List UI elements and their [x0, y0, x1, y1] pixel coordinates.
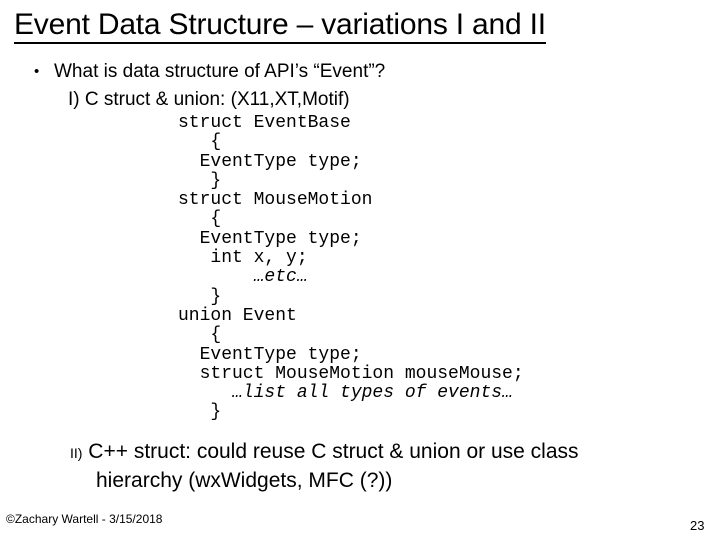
roman-two-line1: C++ struct: could reuse C struct & union… — [82, 440, 579, 463]
code-block: struct EventBase { EventType type; }stru… — [178, 113, 598, 423]
code-line: struct MouseMotion mouseMouse; — [178, 363, 524, 384]
bullet-item: • What is data structure of API’s “Event”… — [34, 60, 694, 84]
code-line: } — [178, 402, 222, 423]
code-line: …list all types of events… — [178, 383, 513, 404]
bullet-text: What is data structure of API’s “Event”? — [54, 61, 386, 82]
code-line: EventType type; — [178, 344, 362, 365]
roman-two-marker: II) — [70, 445, 83, 461]
sub-item-roman-one: I) C struct & union: (X11,XT,Motif) — [68, 89, 350, 110]
bullet-marker-icon: • — [34, 63, 40, 80]
code-line: struct MouseMotion — [178, 190, 373, 211]
code-line: EventType type; — [178, 151, 362, 172]
code-line: } — [178, 170, 222, 191]
code-line: …etc… — [178, 267, 308, 288]
code-line: } — [178, 286, 222, 307]
code-line: { — [178, 325, 222, 346]
code-line: { — [178, 132, 222, 153]
code-line: int x, y; — [178, 248, 308, 269]
page-title-text: Event Data Structure – variations I and … — [14, 8, 546, 44]
footer-credit: ©Zachary Wartell - 3/15/2018 — [6, 512, 163, 526]
roman-two-line2: hierarchy (wxWidgets, MFC (?)) — [96, 469, 393, 492]
page-title: Event Data Structure – variations I and … — [14, 8, 706, 44]
code-line: EventType type; — [178, 228, 362, 249]
code-line: { — [178, 209, 222, 230]
code-line: struct EventBase — [178, 113, 351, 133]
roman-two-paragraph: II) C++ struct: could reuse C struct & u… — [70, 438, 690, 494]
code-line: union Event — [178, 305, 297, 326]
page-number: 23 — [690, 518, 705, 533]
